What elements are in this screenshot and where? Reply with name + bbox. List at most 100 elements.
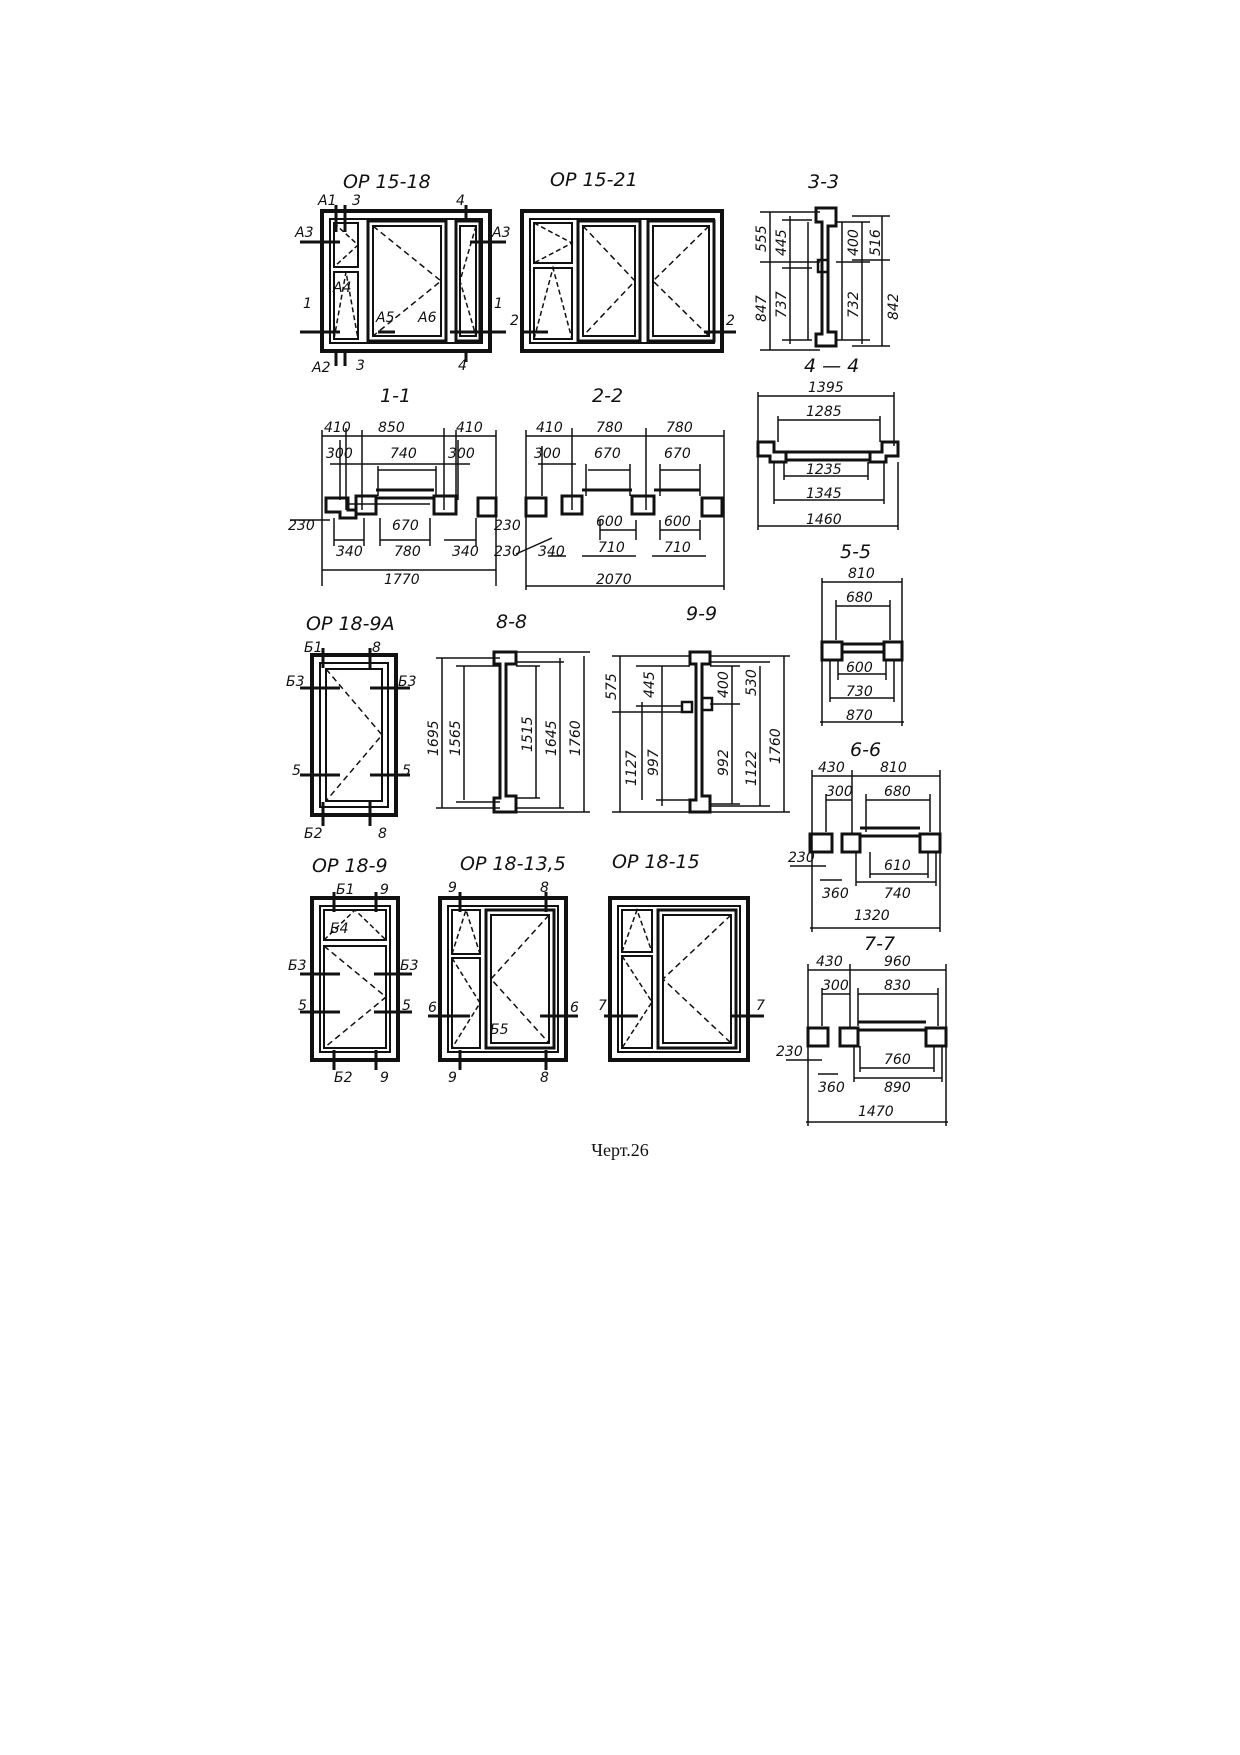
section-8-8 bbox=[436, 650, 590, 814]
dim-1-1-300-right: 300 bbox=[448, 446, 475, 462]
mark-6-right: 6 bbox=[570, 1000, 579, 1016]
mark-a3-left: A3 bbox=[294, 225, 313, 241]
dim-7-7-430: 430 bbox=[816, 954, 843, 970]
title-op18-13-5: ОР 18-13,5 bbox=[460, 853, 566, 875]
mark-5-9-right: 5 bbox=[402, 998, 411, 1014]
dim-2-2-600-right: 600 bbox=[664, 514, 691, 530]
dim-6-6-680: 680 bbox=[884, 784, 911, 800]
dim-5-5-680: 680 bbox=[846, 590, 873, 606]
window-op18-13-5 bbox=[428, 892, 578, 1070]
mark-5-9-left: 5 bbox=[298, 998, 307, 1014]
mark-9-bottom-op18-13-5: 9 bbox=[448, 1070, 457, 1086]
title-op18-9: ОР 18-9 bbox=[312, 855, 388, 877]
title-section-3-3: 3-3 bbox=[808, 171, 839, 193]
mark-a1: A1 bbox=[317, 193, 336, 209]
dim-1-1-410-right: 410 bbox=[456, 420, 483, 436]
dim-2-2-340: 340 bbox=[538, 544, 565, 560]
dim-2-2-710-left: 710 bbox=[598, 540, 625, 556]
mark-7-right: 7 bbox=[756, 998, 765, 1014]
mark-b4: Б4 bbox=[330, 921, 349, 937]
dim-1-1-740: 740 bbox=[390, 446, 417, 462]
window-op15-18 bbox=[300, 205, 506, 366]
dim-7-7-890: 890 bbox=[884, 1080, 911, 1096]
dim-1-1-780: 780 bbox=[394, 544, 421, 560]
dim-6-6-360: 360 bbox=[822, 886, 849, 902]
mark-3-bottom: 3 bbox=[356, 358, 365, 374]
mark-b3-9a-right: Б3 bbox=[398, 674, 417, 690]
dim-8-8-1645: 1645 bbox=[544, 720, 560, 756]
mark-2-right: 2 bbox=[726, 313, 735, 329]
mark-8-bottom-op18-13-5: 8 bbox=[540, 1070, 549, 1086]
dim-7-7-830: 830 bbox=[884, 978, 911, 994]
dim-5-5-870: 870 bbox=[846, 708, 873, 724]
mark-9-top-op18-9: 9 bbox=[380, 882, 389, 898]
mark-7-left: 7 bbox=[598, 998, 607, 1014]
dim-3-3-847: 847 bbox=[754, 295, 770, 322]
title-section-2-2: 2-2 bbox=[592, 385, 623, 407]
dim-9-9-445: 445 bbox=[642, 671, 658, 698]
mark-8-top-op18-13-5: 8 bbox=[540, 880, 549, 896]
section-7-7 bbox=[786, 964, 948, 1126]
mark-b5: Б5 bbox=[490, 1022, 509, 1038]
dim-6-6-1320: 1320 bbox=[854, 908, 890, 924]
mark-a5: A5 bbox=[375, 310, 395, 326]
mark-1-left: 1 bbox=[303, 296, 312, 312]
mark-8-bottom: 8 bbox=[378, 826, 387, 842]
dim-7-7-1470: 1470 bbox=[858, 1104, 894, 1120]
window-op15-21 bbox=[520, 209, 736, 353]
mark-b2-9: Б2 bbox=[334, 1070, 353, 1086]
title-section-6-6: 6-6 bbox=[850, 739, 881, 761]
dim-2-2-230-bottom: 230 bbox=[494, 544, 521, 560]
dim-3-3-732: 732 bbox=[846, 291, 862, 318]
dim-8-8-1695: 1695 bbox=[426, 720, 442, 756]
window-op18-15 bbox=[604, 896, 764, 1062]
dim-4-4-1345: 1345 bbox=[806, 486, 842, 502]
window-op18-9a bbox=[300, 648, 410, 826]
title-op18-15: ОР 18-15 bbox=[612, 851, 700, 873]
dim-2-2-670-left: 670 bbox=[594, 446, 621, 462]
mark-5-9a-right: 5 bbox=[402, 763, 411, 779]
mark-4-bottom: 4 bbox=[458, 358, 467, 374]
dim-7-7-300: 300 bbox=[822, 978, 849, 994]
title-section-1-1: 1-1 bbox=[380, 385, 411, 407]
dim-9-9-1122: 1122 bbox=[744, 750, 760, 786]
dim-4-4-1285: 1285 bbox=[806, 404, 842, 420]
dim-3-3-516: 516 bbox=[868, 229, 884, 256]
dim-2-2-780-right: 780 bbox=[666, 420, 693, 436]
dim-7-7-960: 960 bbox=[884, 954, 911, 970]
dim-1-1-410-left: 410 bbox=[324, 420, 351, 436]
mark-a6: A6 bbox=[417, 310, 437, 326]
title-op18-9a: ОР 18-9А bbox=[306, 613, 395, 635]
window-op18-9 bbox=[300, 892, 412, 1070]
section-6-6 bbox=[790, 770, 942, 932]
section-2-2 bbox=[515, 428, 725, 590]
dim-8-8-1565: 1565 bbox=[448, 720, 464, 756]
dim-4-4-1395: 1395 bbox=[808, 380, 844, 396]
mark-b3-9a-left: Б3 bbox=[286, 674, 305, 690]
title-section-7-7: 7-7 bbox=[864, 933, 895, 955]
dim-3-3-445: 445 bbox=[774, 229, 790, 256]
mark-8-top: 8 bbox=[372, 640, 381, 656]
mark-5-9a-left: 5 bbox=[292, 763, 301, 779]
mark-b3-9-right: Б3 bbox=[400, 958, 419, 974]
dim-5-5-810: 810 bbox=[848, 566, 875, 582]
dim-4-4-1460: 1460 bbox=[806, 512, 842, 528]
dim-8-8-1760: 1760 bbox=[568, 720, 584, 756]
dim-2-2-780-left: 780 bbox=[596, 420, 623, 436]
mark-9-top-op18-13-5: 9 bbox=[448, 880, 457, 896]
mark-b2-9a: Б2 bbox=[304, 826, 323, 842]
mark-a4: A4 bbox=[332, 280, 351, 296]
mark-6-left: 6 bbox=[428, 1000, 437, 1016]
section-3-3 bbox=[760, 206, 890, 351]
dim-2-2-300: 300 bbox=[534, 446, 561, 462]
dim-2-2-410: 410 bbox=[536, 420, 563, 436]
dim-3-3-842: 842 bbox=[886, 293, 902, 320]
dim-7-7-760: 760 bbox=[884, 1052, 911, 1068]
title-section-9-9: 9-9 bbox=[686, 603, 717, 625]
dim-6-6-740: 740 bbox=[884, 886, 911, 902]
title-section-4-4: 4 — 4 bbox=[804, 355, 859, 377]
mark-b1-9a: Б1 bbox=[304, 640, 323, 656]
dim-7-7-230: 230 bbox=[776, 1044, 803, 1060]
dim-9-9-992: 992 bbox=[716, 749, 732, 776]
